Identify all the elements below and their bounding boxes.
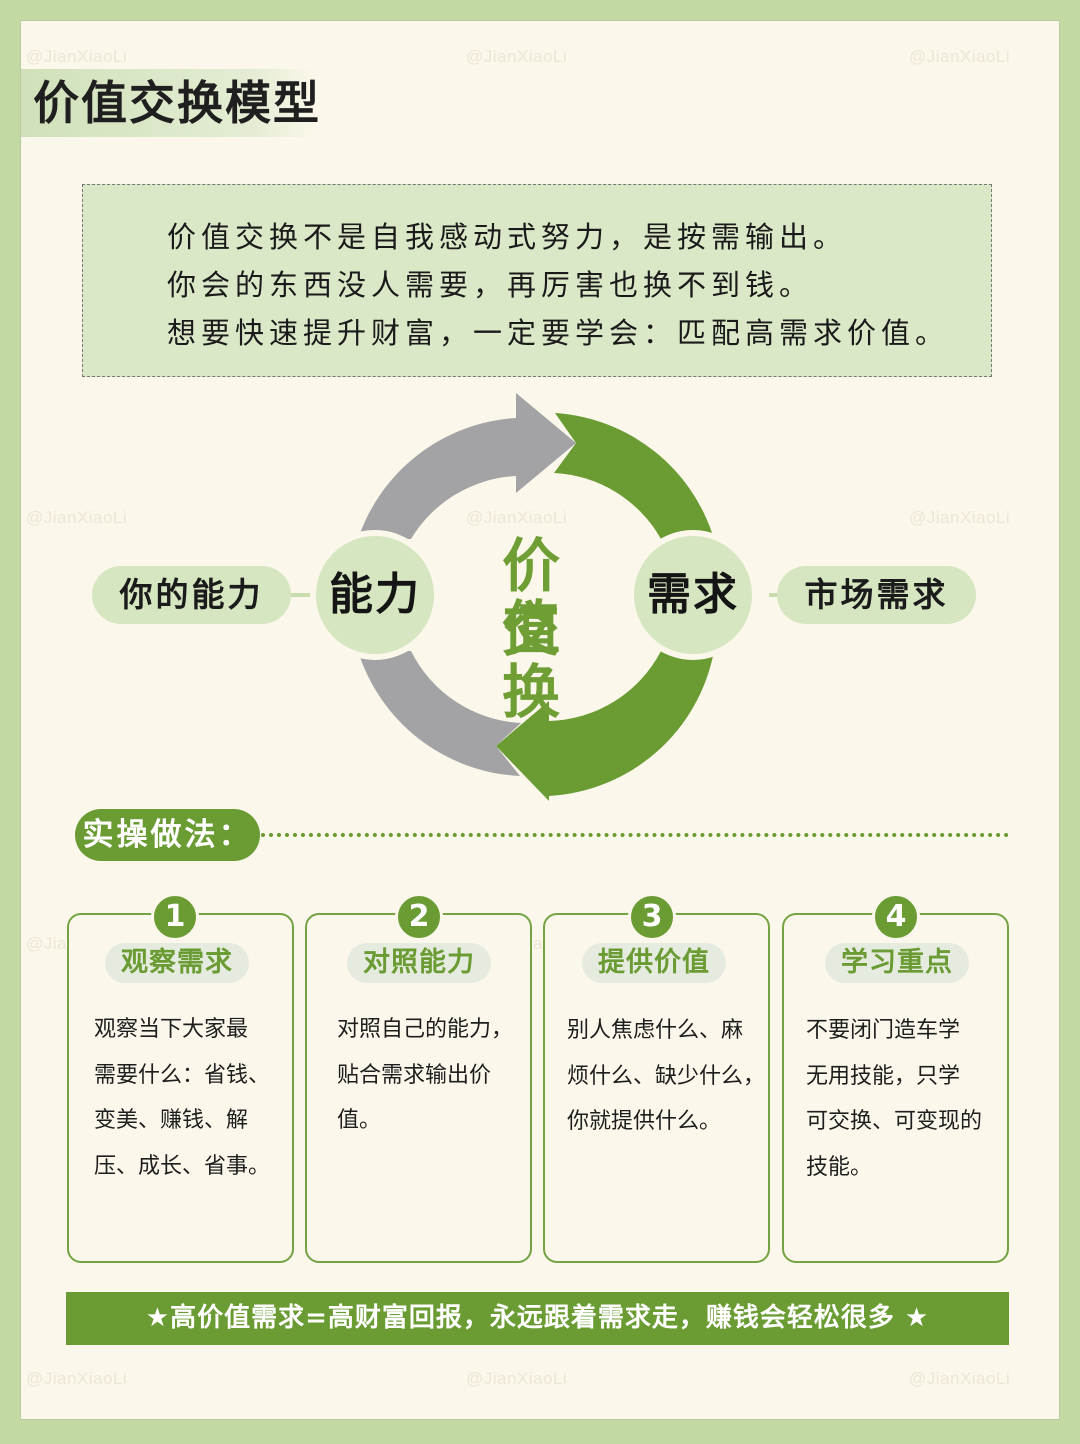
intro-line-1: 价值交换不是自我感动式努力，是按需输出。 — [167, 220, 848, 254]
watermark: @JianXiaoLi — [909, 47, 1011, 66]
gray-arc-bottom — [358, 651, 521, 776]
your-ability-pill: 你的能力 — [92, 566, 291, 624]
demand-label: 需求 — [647, 569, 739, 620]
watermark: @JianXiaoLi — [909, 1369, 1011, 1388]
green-arc-top — [554, 413, 714, 539]
step-body-4: 不要闭门造车学 无用技能，只学 可交换、可变现的 技能。 — [806, 1018, 983, 1180]
center-title-line-1: 价值 — [501, 532, 564, 662]
gray-arrow-top — [358, 393, 576, 539]
dotted-divider — [261, 833, 1009, 837]
intro-line-2: 你会的东西没人需要，再厉害也换不到钱。 — [167, 268, 814, 302]
step-body-2: 对照自己的能力， 贴合需求输出价 值。 — [337, 1017, 514, 1133]
page-title: 价值交换模型 — [33, 76, 321, 130]
ability-circle — [310, 530, 440, 660]
watermark: @JianXiaoLi — [26, 1369, 128, 1388]
step-title-1: 观察需求 — [105, 943, 249, 983]
step-number-2: 2 — [395, 893, 443, 941]
title-band — [21, 69, 313, 137]
watermark: @JianXiaoLi — [466, 508, 568, 527]
step-body-3: 别人焦虑什么、麻 烦什么、缺少什么， 你就提供什么。 — [567, 1018, 766, 1134]
step-title-3: 提供价值 — [582, 943, 726, 983]
step-number-4: 4 — [872, 893, 920, 941]
exchange-cycle-diagram — [291, 393, 781, 801]
step-card-2 — [305, 913, 532, 1263]
demand-circle — [628, 530, 758, 660]
watermark: @JianXiaoLi — [26, 508, 128, 527]
center-title-line-2: 交换 — [501, 596, 564, 726]
page-canvas: @JianXiaoLi @JianXiaoLi @JianXiaoLi @Jia… — [20, 20, 1060, 1420]
intro-line-3: 想要快速提升财富，一定要学会：匹配高需求价值。 — [167, 316, 950, 350]
watermark: @JianXiaoLi — [466, 47, 568, 66]
watermark: @JianXiaoLi — [909, 508, 1011, 527]
footer-banner: ★高价值需求=高财富回报，永远跟着需求走，赚钱会轻松很多 ★ — [66, 1292, 1009, 1345]
step-body-1: 观察当下大家最 需要什么：省钱、 变美、赚钱、解 压、成长、省事。 — [94, 1017, 271, 1179]
watermark: @JianXiaoLi — [466, 1369, 568, 1388]
step-title-2: 对照能力 — [347, 943, 491, 983]
watermark: @JianXiaoLi — [26, 47, 128, 66]
green-arrow-bottom — [496, 651, 714, 801]
intro-box — [82, 184, 992, 377]
ability-label: 能力 — [329, 569, 421, 620]
section-label: 实操做法： — [75, 809, 260, 861]
step-number-3: 3 — [628, 893, 676, 941]
market-demand-pill: 市场需求 — [777, 566, 976, 624]
step-number-1: 1 — [151, 893, 199, 941]
step-title-4: 学习重点 — [825, 943, 969, 983]
